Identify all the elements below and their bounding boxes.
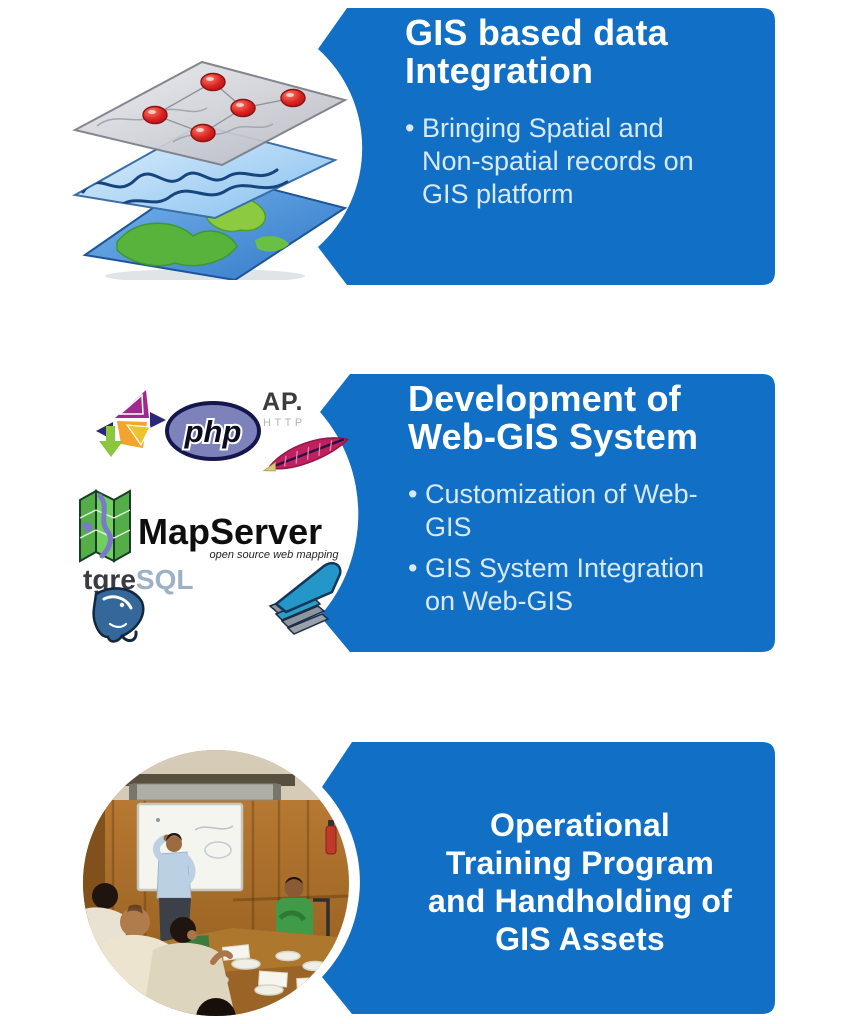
- bullet-item: • GIS System Integration on Web-GIS: [408, 552, 753, 618]
- bullet-text: Bringing Spatial and Non-spatial records…: [422, 113, 694, 209]
- title-line: Operational: [489, 807, 670, 843]
- bullet-marker: •: [408, 479, 418, 509]
- section-2-text: Development of Web-GIS System • Customiz…: [408, 380, 753, 618]
- section-2-bullets: • Customization of Web- GIS • GIS System…: [408, 478, 753, 618]
- title-line: Development of: [408, 378, 681, 419]
- bullet-item: • Customization of Web- GIS: [408, 478, 753, 544]
- stacked-sheets-logo: [268, 562, 342, 635]
- fire-extinguisher: [325, 820, 337, 855]
- apache-http-label: HTTP: [263, 417, 306, 429]
- bullet-text: GIS System Integration on Web-GIS: [425, 553, 705, 616]
- section-3-text: Operational Training Program and Handhol…: [398, 806, 762, 958]
- mapserver-logo: MapServer open source web mapping: [79, 489, 339, 563]
- section-3-title: Operational Training Program and Handhol…: [398, 806, 762, 958]
- section-1-bullets: • Bringing Spatial and Non-spatial recor…: [405, 112, 750, 211]
- marker-layer: [72, 60, 348, 167]
- base-map-layer: [82, 170, 348, 280]
- php-logo: php: [165, 401, 261, 461]
- postgresql-label: tgreSQL: [83, 564, 193, 595]
- projector-screen-bar: [132, 783, 278, 801]
- mapserver-tagline: open source web mapping: [209, 549, 339, 561]
- mapserver-label: MapServer: [138, 511, 322, 552]
- section-1-title: GIS based data Integration: [405, 14, 750, 90]
- postgresql-logo: tgreSQL: [83, 564, 193, 643]
- web-gis-logos-collage: php AP. HTTP: [79, 388, 350, 643]
- title-line: Web-GIS System: [408, 416, 699, 457]
- gis-layers-illustration: [72, 60, 348, 280]
- bullet-text: Customization of Web- GIS: [425, 479, 698, 542]
- php-label: php: [184, 414, 242, 449]
- section-1-text: GIS based data Integration • Bringing Sp…: [405, 14, 750, 211]
- apache-label: AP.: [262, 388, 303, 416]
- bullet-item: • Bringing Spatial and Non-spatial recor…: [405, 112, 750, 211]
- qgis-logo: [96, 390, 166, 457]
- apache-feather-icon: [262, 437, 350, 472]
- mapserver-map-icon: [79, 489, 131, 563]
- bullet-marker: •: [408, 553, 418, 583]
- apache-logo: AP. HTTP: [262, 388, 350, 472]
- banner-section-3: [322, 742, 775, 1014]
- section-2-title: Development of Web-GIS System: [408, 380, 753, 456]
- red-markers: [142, 72, 306, 143]
- banner-section-1: [318, 8, 775, 285]
- title-line: GIS Assets: [495, 921, 665, 957]
- title-line: Integration: [405, 50, 594, 91]
- title-line: GIS based data: [405, 12, 668, 53]
- bullet-marker: •: [405, 113, 415, 143]
- training-session-photo: [83, 750, 349, 1016]
- title-line: and Handholding of: [428, 883, 732, 919]
- banner-section-2: [320, 374, 775, 652]
- postgresql-elephant-icon: [92, 587, 145, 643]
- title-line: Training Program: [445, 845, 715, 881]
